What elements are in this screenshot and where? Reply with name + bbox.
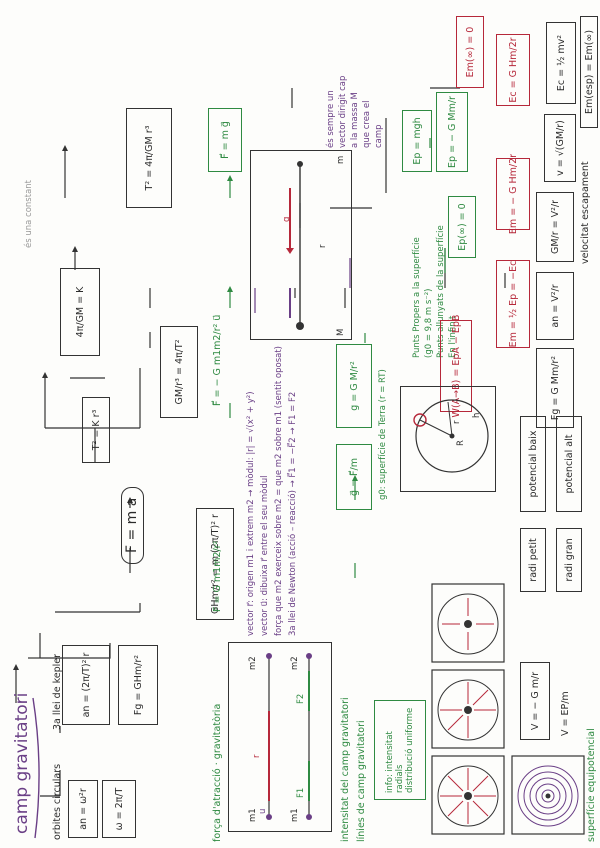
title-underline	[32, 697, 40, 839]
low-potential-box: potencial baix	[520, 416, 546, 512]
v-gm-sqrt-box: v = √(GM/r)	[544, 114, 576, 182]
v-ep-eq: V = EP/m	[560, 691, 571, 736]
em-escape-box: Em(esp) = Em(∞)	[580, 16, 598, 128]
fg-gmm-box: Fg = G Mm/r²	[536, 348, 574, 428]
escape-velocity-label: velocitat escapament	[580, 161, 591, 264]
masses-diagram	[228, 642, 332, 832]
em-gmm-box: Em = − G Hm/2r	[496, 154, 530, 234]
big-radius-box: radi gran	[556, 528, 582, 592]
em-infinity-box: Em(∞) = 0	[456, 16, 484, 88]
high-potential-box: potencial alt	[556, 416, 582, 512]
gm-v2-box: GM/r = V²/r	[536, 192, 574, 262]
an-v2-box: an = V²/r	[536, 272, 574, 340]
field-diagram-drawing	[286, 161, 304, 330]
masses-diagram-drawing	[266, 653, 312, 820]
earth-diagram-drawing	[413, 399, 489, 473]
earth-diagram	[400, 386, 496, 492]
equipotential-title: superfície equipotencial	[586, 728, 597, 842]
ec-mv-box: Ec = ½ mv²	[546, 22, 576, 104]
field-diagram	[250, 150, 352, 340]
ec-gmm-box: Ec = G Hm/2r	[496, 34, 530, 106]
em-half-box: Em = ½ Ep = −Ec	[496, 260, 530, 348]
small-radius-box: radi petit	[520, 528, 546, 592]
v-gm-box: V = − G m/r	[520, 662, 550, 740]
